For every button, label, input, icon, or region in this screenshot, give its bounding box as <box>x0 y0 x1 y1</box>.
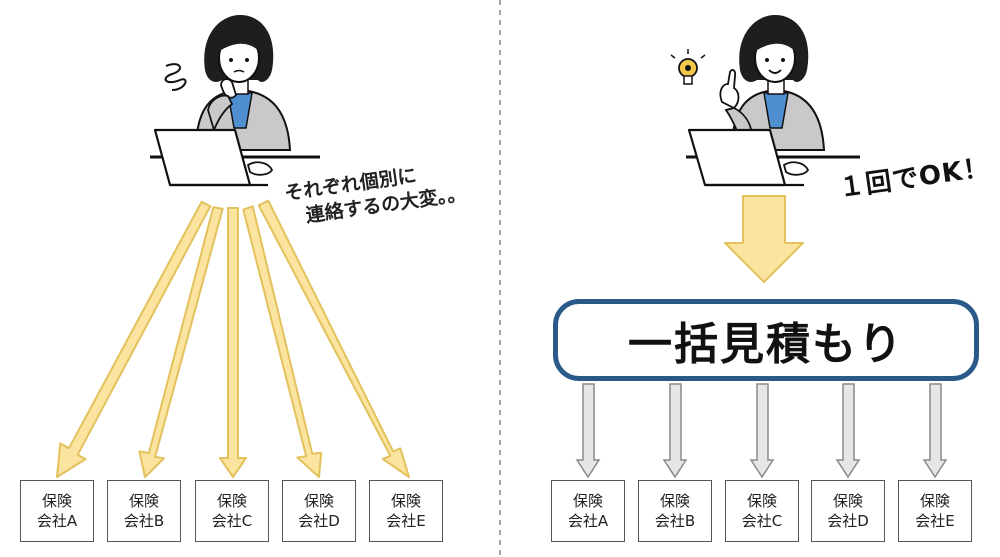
company-label-line1: 保険 <box>572 492 603 510</box>
company-label-line2: 会社D <box>827 512 869 530</box>
company-label-line2: 会社A <box>36 512 78 530</box>
company-label-line2: 会社A <box>567 512 609 530</box>
company-label-line2: 会社E <box>915 512 955 530</box>
right-company-box-d: 保険 会社D <box>811 480 885 542</box>
right-company-box-e: 保険 会社E <box>898 480 972 542</box>
arrow-to-company-a <box>56 200 212 478</box>
worried-person-illustration <box>150 15 320 187</box>
company-label-line1: 保険 <box>390 492 421 510</box>
right-company-box-c: 保険 会社C <box>725 480 799 542</box>
company-label-line1: 保険 <box>832 492 863 510</box>
distribution-arrows <box>575 383 948 479</box>
company-label-line2: 会社E <box>386 512 426 530</box>
arrow-to-company-d <box>242 205 323 478</box>
thin-arrow-d <box>835 383 861 479</box>
company-label-line2: 会社B <box>123 512 165 530</box>
light-bulb-icon <box>670 49 706 85</box>
company-label-line1: 保険 <box>659 492 690 510</box>
idea-person-illustration <box>670 15 860 187</box>
company-label-line1: 保険 <box>216 492 247 510</box>
bulk-quote-box: 一括見積もり <box>553 299 979 381</box>
right-company-box-a: 保険 会社A <box>551 480 625 542</box>
company-label-line1: 保険 <box>41 492 72 510</box>
company-label-line1: 保険 <box>746 492 777 510</box>
company-label-line1: 保険 <box>919 492 950 510</box>
company-label-line1: 保険 <box>128 492 159 510</box>
left-company-box-a: 保険 会社A <box>20 480 94 542</box>
separate-contact-arrows <box>56 199 410 478</box>
company-label-line2: 会社B <box>654 512 696 530</box>
arrow-to-company-b <box>138 206 224 478</box>
bulk-quote-label: 一括見積もり <box>628 319 904 370</box>
one-time-arrow <box>724 195 804 283</box>
left-company-box-d: 保険 会社D <box>282 480 356 542</box>
left-company-box-e: 保険 会社E <box>369 480 443 542</box>
right-company-box-b: 保険 会社B <box>638 480 712 542</box>
company-label-line1: 保険 <box>303 492 334 510</box>
left-company-box-b: 保険 会社B <box>107 480 181 542</box>
company-label-line2: 会社D <box>298 512 340 530</box>
arrow-to-company-e <box>257 199 410 478</box>
thin-arrow-e <box>922 383 948 479</box>
thin-arrow-c <box>749 383 775 479</box>
thin-arrow-b <box>662 383 688 479</box>
company-label-line2: 会社C <box>211 512 253 530</box>
left-company-box-c: 保険 会社C <box>195 480 269 542</box>
thin-arrow-a <box>575 383 601 479</box>
company-label-line2: 会社C <box>741 512 783 530</box>
arrow-to-company-c <box>219 207 247 478</box>
